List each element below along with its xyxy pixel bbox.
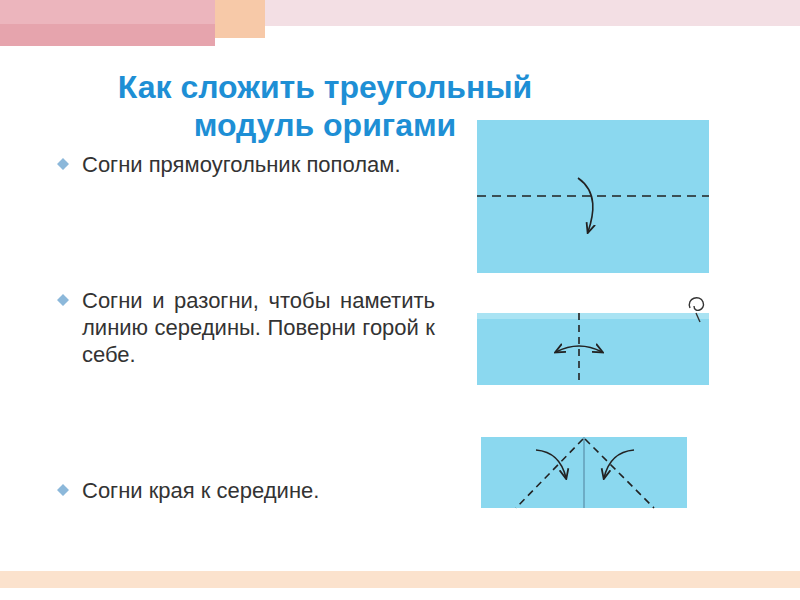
bottom-band: [0, 571, 800, 588]
step-instruction: Согни края к середине.: [82, 477, 435, 504]
top-strip: [0, 0, 800, 26]
step1-paper: [477, 120, 709, 273]
step3-paper: [481, 437, 687, 508]
step-instruction: Согни и разогни, чтобы наметить линию се…: [82, 287, 435, 368]
top-pink-band: [0, 0, 215, 46]
top-pink-light: [0, 0, 215, 24]
top-peach-band: [215, 0, 265, 38]
bullet-markers: [57, 158, 69, 496]
turn-over-symbol: [689, 298, 703, 322]
step-instruction: Согни прямоугольник пополам.: [82, 151, 435, 178]
step2-paper: [477, 298, 709, 385]
slide-title: Как сложить треугольный модуль оригами: [60, 68, 590, 144]
